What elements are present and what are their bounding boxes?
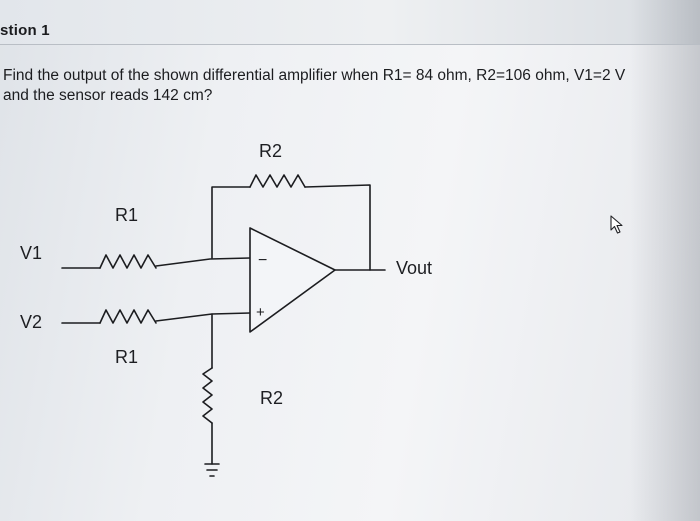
- inverting-input-wire: [155, 257, 251, 267]
- label-v2: V2: [20, 312, 43, 332]
- noninverting-input-wire: [155, 312, 251, 322]
- question-line-2: and the sensor reads 142 cm?: [3, 87, 213, 104]
- r2-feedback-resistor: [249, 174, 306, 188]
- question-line-1: Find the output of the shown differentia…: [3, 67, 626, 84]
- inverting-terminal-sign: −: [258, 252, 267, 269]
- question-tab-label[interactable]: stion 1: [0, 22, 50, 39]
- r2-ground-resistor: [202, 367, 213, 424]
- label-r1-bottom: R1: [115, 347, 139, 367]
- r1-top-resistor: [99, 254, 157, 269]
- noninverting-terminal-sign: +: [256, 304, 265, 321]
- op-amp-triangle: [249, 227, 336, 333]
- ground-symbol: [204, 463, 220, 477]
- feedback-wire-right: [304, 184, 371, 271]
- label-r1-top: R1: [115, 205, 139, 225]
- label-r2-ground: R2: [260, 388, 284, 408]
- header-divider: [0, 44, 700, 45]
- r1-bottom-resistor: [99, 309, 157, 324]
- label-v1: V1: [20, 243, 43, 263]
- label-vout: Vout: [396, 258, 433, 278]
- mouse-pointer-icon: [610, 215, 623, 234]
- label-r2-feedback: R2: [259, 141, 283, 161]
- question-text: Find the output of the shown differentia…: [3, 66, 700, 106]
- screen-edge-shadow: [630, 0, 700, 521]
- feedback-wire-left: [211, 186, 251, 259]
- header-bar: [0, 0, 700, 44]
